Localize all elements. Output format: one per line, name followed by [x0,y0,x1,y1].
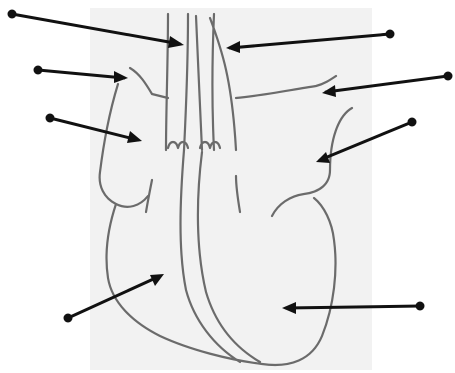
pointer-dot-8 [416,302,425,311]
pointer-dot-7 [64,314,73,323]
pointer-dot-1 [8,10,17,19]
pointer-dot-2 [386,30,395,39]
pointer-dot-4 [444,72,453,81]
pointer-dot-5 [46,114,55,123]
pointer-dot-3 [34,66,43,75]
pointer-line-8 [286,306,420,308]
pointer-dot-6 [408,118,417,127]
